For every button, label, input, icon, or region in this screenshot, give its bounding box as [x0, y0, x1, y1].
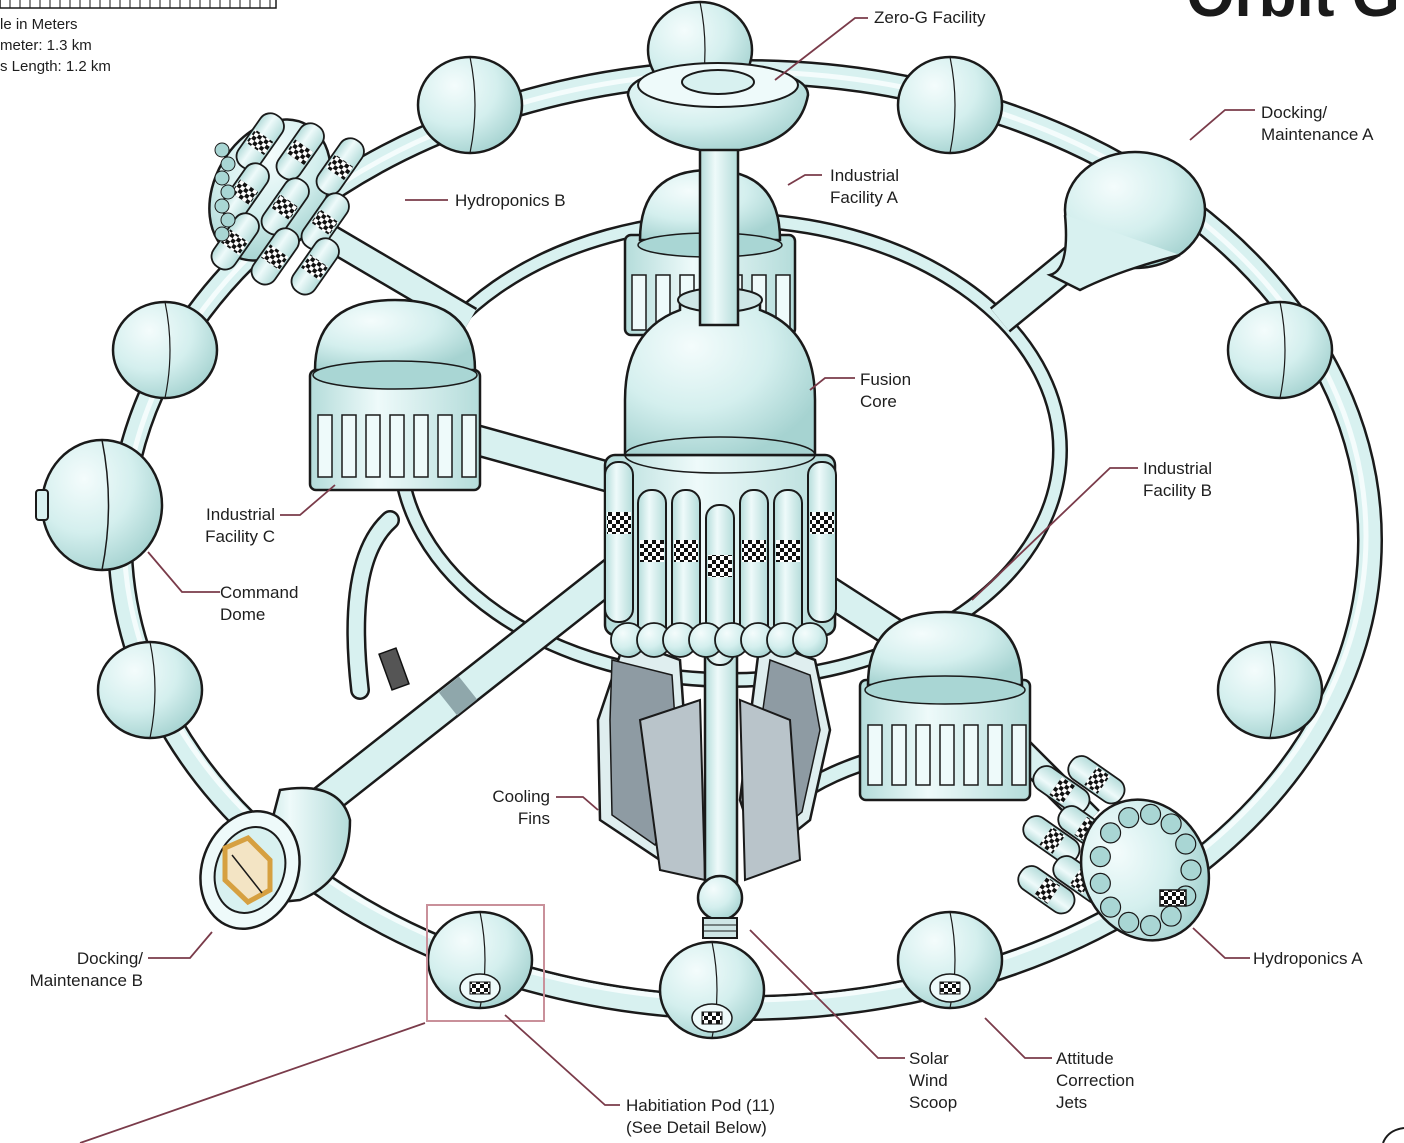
habitation-pod — [660, 942, 764, 1038]
page-title: Orbit Gr — [1186, 0, 1404, 31]
facility-rib — [366, 415, 380, 477]
grow-bulb — [215, 227, 229, 241]
label-industrial-facility-c: Industrial Facility C — [185, 504, 275, 548]
grow-bulb — [1101, 897, 1121, 917]
facility-rib — [342, 415, 356, 477]
scale-diameter: meter: 1.3 km — [0, 35, 92, 56]
grow-bulb — [1176, 834, 1196, 854]
habitation-pod — [98, 642, 202, 738]
label-docking-maintenance-a: Docking/ Maintenance A — [1261, 102, 1373, 146]
leader-hydroponics-a — [1193, 928, 1250, 958]
docking-maintenance-b — [184, 788, 350, 943]
docking-maintenance-a — [1050, 152, 1205, 290]
facility-rib — [414, 415, 428, 477]
grow-bulb — [1090, 873, 1110, 893]
facility-rib — [1012, 725, 1026, 785]
habitation-pod — [898, 57, 1002, 153]
facility-rib — [318, 415, 332, 477]
facility-rib — [390, 415, 404, 477]
grow-bulb — [221, 185, 235, 199]
label-industrial-facility-b: Industrial Facility B — [1143, 458, 1212, 502]
command-dome — [36, 440, 162, 570]
grow-bulb — [215, 171, 229, 185]
label-docking-maintenance-b: Docking/ Maintenance B — [8, 948, 143, 992]
grow-bulb — [1119, 912, 1139, 932]
core-ring-bulb — [793, 623, 827, 657]
leader-docking-a — [1190, 110, 1255, 140]
grow-bulb — [1119, 808, 1139, 828]
grow-bulb — [1141, 916, 1161, 936]
facility-rib — [868, 725, 882, 785]
grow-bulb — [221, 213, 235, 227]
habitation-pod — [428, 912, 532, 1008]
facility-rib — [892, 725, 906, 785]
label-cooling-fins: Cooling Fins — [470, 786, 550, 830]
facility-rib — [964, 725, 978, 785]
habitation-pod — [418, 57, 522, 153]
hydroponics-a — [1014, 751, 1232, 961]
facility-rib — [940, 725, 954, 785]
grow-bulb — [1141, 804, 1161, 824]
grow-bulb — [1161, 814, 1181, 834]
industrial-facility-c — [310, 300, 480, 690]
leader-habitation-pod — [505, 1015, 620, 1105]
habitation-pod — [1218, 642, 1322, 738]
coolant-tank — [605, 462, 633, 622]
hydroponics-b — [185, 98, 369, 300]
habitation-pod — [898, 912, 1002, 1008]
habitation-pod — [1228, 302, 1332, 398]
grow-bulb — [1161, 906, 1181, 926]
grow-bulb — [1090, 847, 1110, 867]
facility-rib — [916, 725, 930, 785]
label-fusion-core: Fusion Core — [860, 369, 911, 413]
facility-rib — [462, 415, 476, 477]
leader-attitude-jets — [985, 1018, 1052, 1058]
grow-bulb — [221, 157, 235, 171]
facility-rib — [632, 275, 646, 330]
label-habitation-pod: Habitiation Pod (11) (See Detail Below) — [626, 1095, 775, 1139]
scale-caption: le in Meters — [0, 14, 78, 35]
leader-docking-b — [148, 932, 212, 958]
coolant-tank — [808, 462, 836, 622]
solar-wind-scoop — [698, 640, 742, 938]
grow-bulb — [1101, 823, 1121, 843]
facility-rib — [988, 725, 1002, 785]
leader-cooling-fins — [556, 797, 598, 810]
corner-emblem-icon — [1383, 1128, 1404, 1143]
grow-bulb — [215, 143, 229, 157]
label-hydroponics-b: Hydroponics B — [455, 190, 566, 212]
label-industrial-facility-a: Industrial Facility A — [830, 165, 899, 209]
scale-bar — [0, 0, 276, 8]
label-hydroponics-a: Hydroponics A — [1253, 948, 1363, 970]
grow-bulb — [215, 199, 229, 213]
habitation-pod — [113, 302, 217, 398]
leader-detail — [80, 1023, 425, 1143]
label-attitude-correction-jets: Attitude Correction Jets — [1056, 1048, 1134, 1114]
scale-axis-length: s Length: 1.2 km — [0, 56, 111, 77]
label-command-dome: Command Dome — [220, 582, 298, 626]
facility-rib — [438, 415, 452, 477]
label-solar-wind-scoop: Solar Wind Scoop — [909, 1048, 957, 1114]
label-zero-g-facility: Zero-G Facility — [874, 7, 985, 29]
grow-bulb — [1181, 860, 1201, 880]
fusion-core — [605, 288, 836, 665]
leader-command-dome — [148, 552, 220, 592]
leader-fusion-core — [810, 378, 855, 390]
leader-industrial-a — [788, 175, 822, 185]
